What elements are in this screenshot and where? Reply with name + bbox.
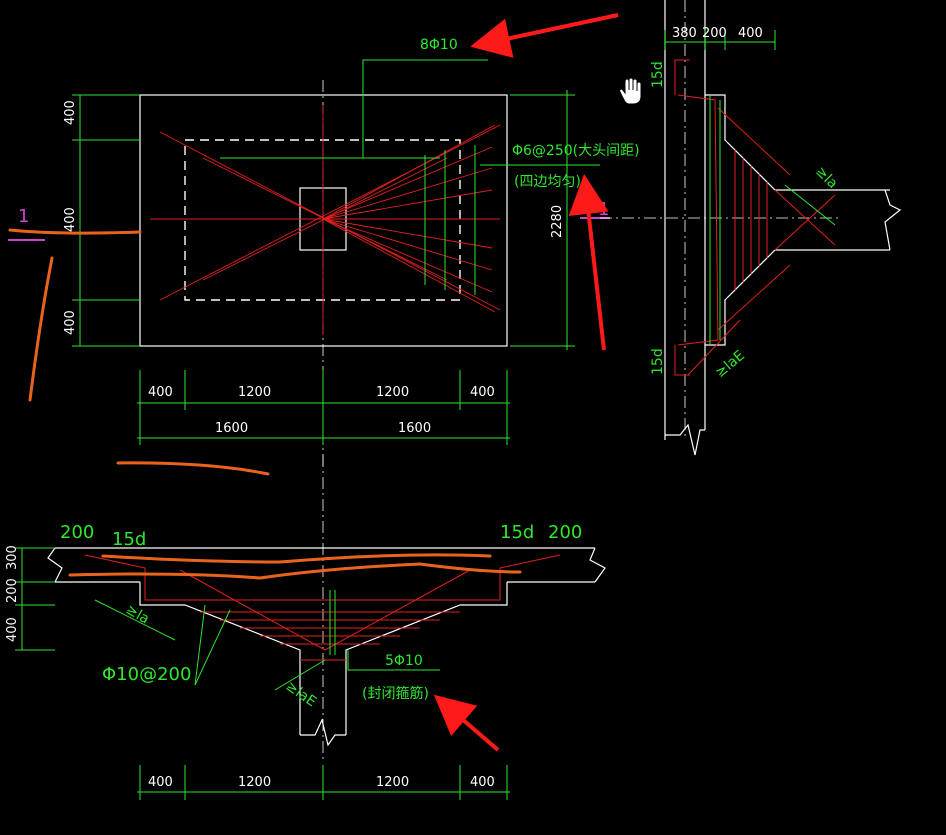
- label-rebar-radial: Φ6@250(大头间距): [512, 143, 640, 159]
- plan-dim-top-1: 400: [148, 385, 173, 400]
- bottom-section-outline: [47, 547, 606, 747]
- bottom-dims-left: [15, 547, 55, 651]
- bottom-label-ring: 5Φ10: [385, 653, 423, 669]
- side-dim-top-1: 380: [672, 26, 697, 41]
- section-mark-left: 1: [18, 206, 29, 227]
- plan-dim-left-2: 400: [63, 207, 78, 232]
- side-dim-top-3: 400: [738, 26, 763, 41]
- side-section: 380 200 400 15d 15d ≥la ≥laE: [600, 0, 902, 456]
- plan-dims-bottom: [137, 370, 510, 445]
- plan-dim-left-3: 400: [63, 310, 78, 335]
- bottom-dim-3: 1200: [376, 775, 409, 790]
- bottom-label-15d-left: 15d: [112, 529, 146, 550]
- plan-dim-left-1: 400: [63, 100, 78, 125]
- side-label-la: ≥la: [812, 164, 840, 192]
- hand-cursor-icon: [619, 77, 642, 105]
- red-arrow-top: [470, 13, 619, 58]
- bottom-dims-row: [137, 765, 510, 800]
- plan-dim-top-4: 400: [470, 385, 495, 400]
- side-label-15d-top: 15d: [650, 61, 666, 88]
- label-rebar-top: 8Φ10: [420, 37, 458, 53]
- side-dim-top-2: 200: [702, 26, 727, 41]
- plan-dim-right-total: 2280: [550, 205, 565, 238]
- side-label-15d-bottom: 15d: [650, 348, 666, 375]
- bottom-dim-left-2: 200: [5, 578, 20, 603]
- red-arrow-middle: [568, 174, 609, 351]
- bottom-section-stirrups: [94, 590, 440, 691]
- side-section-stirrups: [709, 95, 836, 345]
- bottom-label-ring-note: (封闭箍筋): [362, 685, 429, 702]
- bottom-label-rebar: Φ10@200: [102, 664, 191, 685]
- plan-view: 8Φ10 Φ6@250(大头间距) (四边均匀) 1 1 400 400 400…: [8, 37, 640, 470]
- red-arrow-bottom: [433, 694, 500, 752]
- bottom-dim-4: 400: [470, 775, 495, 790]
- plan-dim-top-2: 1200: [238, 385, 271, 400]
- bottom-label-200-left: 200: [60, 522, 94, 543]
- section-mark-right: 1: [598, 199, 609, 220]
- bottom-label-15d-right: 15d: [500, 522, 534, 543]
- side-section-outline: [664, 0, 902, 456]
- bottom-dim-1: 400: [148, 775, 173, 790]
- plan-dims-right: [510, 90, 575, 350]
- side-dims-top: [664, 30, 776, 50]
- side-label-lae: ≥laE: [712, 348, 748, 381]
- plan-dim-second-2: 1600: [398, 421, 431, 436]
- bottom-label-lae: ≥laE: [283, 678, 319, 710]
- label-rebar-radial-note: (四边均匀): [514, 174, 581, 190]
- plan-dims-left: [72, 94, 140, 347]
- bottom-label-200-right: 200: [548, 522, 582, 543]
- markup-annotations: [8, 13, 642, 752]
- orange-sketch-lines: [8, 228, 522, 580]
- plan-capital-dashed: [184, 139, 461, 301]
- bottom-dim-left-3: 400: [5, 617, 20, 642]
- plan-stirrups: [220, 145, 476, 295]
- leader-8phi10: [362, 59, 488, 158]
- bottom-section: 200 15d 15d 200 Φ10@200 5Φ10 (封闭箍筋) ≥la …: [5, 455, 606, 800]
- bottom-dim-left-1: 300: [5, 545, 20, 570]
- plan-dim-second-1: 1600: [215, 421, 248, 436]
- side-section-rebars: [674, 59, 836, 376]
- plan-rebars: [159, 105, 501, 335]
- plan-outline: [139, 94, 508, 347]
- plan-dim-top-3: 1200: [376, 385, 409, 400]
- bottom-dim-2: 1200: [238, 775, 271, 790]
